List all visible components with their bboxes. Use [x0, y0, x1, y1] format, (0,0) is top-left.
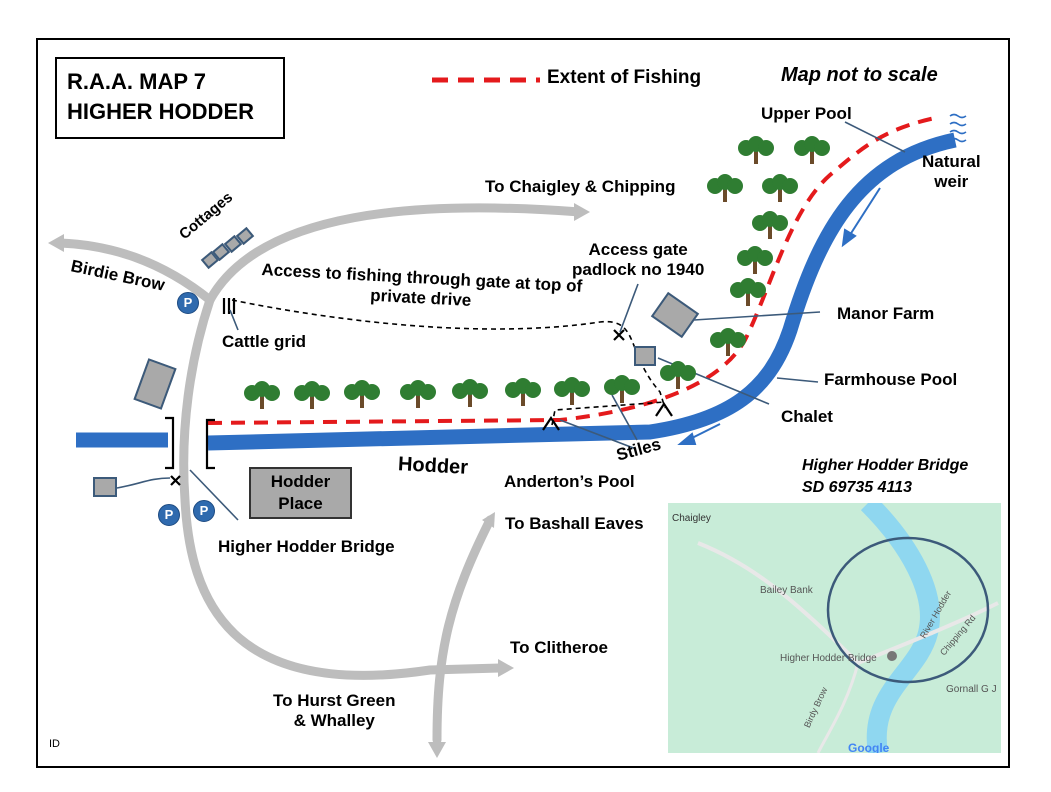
arrow-hurst	[428, 742, 446, 758]
building-bridge	[93, 477, 117, 497]
inset-title-line1: Higher Hodder Bridge	[802, 457, 969, 474]
map-frame	[36, 38, 1010, 768]
tree-icon	[752, 211, 788, 239]
inset-road-1	[697, 541, 860, 665]
building-chalet	[634, 346, 656, 366]
arrow-bashall	[482, 512, 495, 528]
flow-arrow-upper	[847, 187, 881, 239]
arrow-birdie	[48, 234, 64, 252]
id-note: ID	[49, 738, 60, 750]
label-higher-hodder-bridge: Higher Hodder Bridge	[218, 537, 395, 556]
tree-icon	[737, 246, 773, 274]
inset-road-3	[816, 662, 860, 753]
label-upper-pool: Upper Pool	[761, 104, 852, 123]
bridge-bracket-left	[165, 416, 175, 470]
bridge-bracket-right	[205, 418, 215, 470]
stile-mark-2	[655, 402, 673, 417]
label-access-gate: Access gate padlock no 1940	[572, 240, 705, 279]
road-birdie	[55, 238, 215, 305]
inset-map-canvas	[697, 503, 999, 753]
road-chaigley	[205, 203, 585, 305]
scale-note: Map not to scale	[781, 64, 938, 86]
inset-bridge-marker	[887, 651, 897, 661]
inset-label-bridge: Higher Hodder Bridge	[780, 653, 877, 664]
arrow-clitheroe	[498, 659, 514, 677]
inset-google-logo: Google	[848, 741, 890, 753]
label-farmhouse-pool: Farmhouse Pool	[824, 370, 958, 389]
inset-label-chaigley: Chaigley	[672, 513, 711, 524]
inset-title-line2: SD 69735 4113	[802, 478, 913, 496]
inset-label-bailey-bank: Bailey Bank	[760, 585, 813, 596]
tree-icon	[730, 278, 766, 306]
tree-icon	[707, 174, 743, 202]
label-hodder: Hodder	[397, 453, 469, 479]
label-andertons-pool: Anderton’s Pool	[504, 472, 635, 491]
gate-mark	[613, 329, 625, 341]
label-natural-weir: Natural weir	[922, 152, 981, 191]
bridge-mark	[170, 475, 181, 486]
tree-icon	[344, 380, 380, 408]
tree-icon	[244, 381, 280, 409]
inset-highlight-circle	[826, 536, 990, 684]
title-box: R.A.A. MAP 7 HIGHER HODDER	[55, 57, 285, 139]
inset-label-gornall: Gornall G J	[946, 684, 997, 695]
hodder-place-label: Hodder Place	[270, 472, 331, 514]
tree-icon	[604, 375, 640, 403]
tree-icon	[762, 174, 798, 202]
tree-icon	[400, 380, 436, 408]
label-to-bashall: To Bashall Eaves	[505, 514, 644, 533]
road-main	[179, 295, 505, 680]
arrow-chaigley	[574, 203, 590, 221]
tree-icon	[738, 136, 774, 164]
tree-icon	[660, 361, 696, 389]
legend-label: Extent of Fishing	[547, 67, 702, 88]
inset-map[interactable]: Chaigley Bailey Bank Higher Hodder Bridg…	[668, 503, 1001, 753]
inset-road-2	[857, 601, 999, 665]
road-bashall	[432, 515, 495, 745]
title-line1: R.A.A. MAP 7	[67, 69, 206, 94]
tree-icon	[452, 379, 488, 407]
weir-icon	[949, 113, 967, 143]
fishing-extent-line	[207, 116, 936, 425]
tree-icon	[794, 136, 830, 164]
trees	[244, 136, 830, 409]
tree-icon	[294, 381, 330, 409]
label-to-clitheroe: To Clitheroe	[510, 638, 608, 657]
inset-title: Higher Hodder Bridge SD 69735 4113	[802, 455, 968, 498]
label-chalet: Chalet	[781, 407, 833, 426]
stile-mark-1	[542, 416, 560, 431]
parking-icon-2: P	[193, 500, 215, 522]
tree-icon	[554, 377, 590, 405]
label-to-hurst: To Hurst Green & Whalley	[273, 691, 396, 730]
river-main	[207, 132, 957, 451]
title-line2: HIGHER HODDER	[67, 98, 255, 124]
label-manor-farm: Manor Farm	[837, 304, 935, 323]
label-cattle-grid: Cattle grid	[222, 332, 307, 351]
parking-icon-birdie: P	[177, 292, 199, 314]
hodder-place: Hodder Place	[249, 467, 352, 519]
tree-icon	[710, 328, 746, 356]
label-to-chaigley: To Chaigley & Chipping	[485, 177, 676, 196]
parking-icon-1: P	[158, 504, 180, 526]
tree-icon	[505, 378, 541, 406]
